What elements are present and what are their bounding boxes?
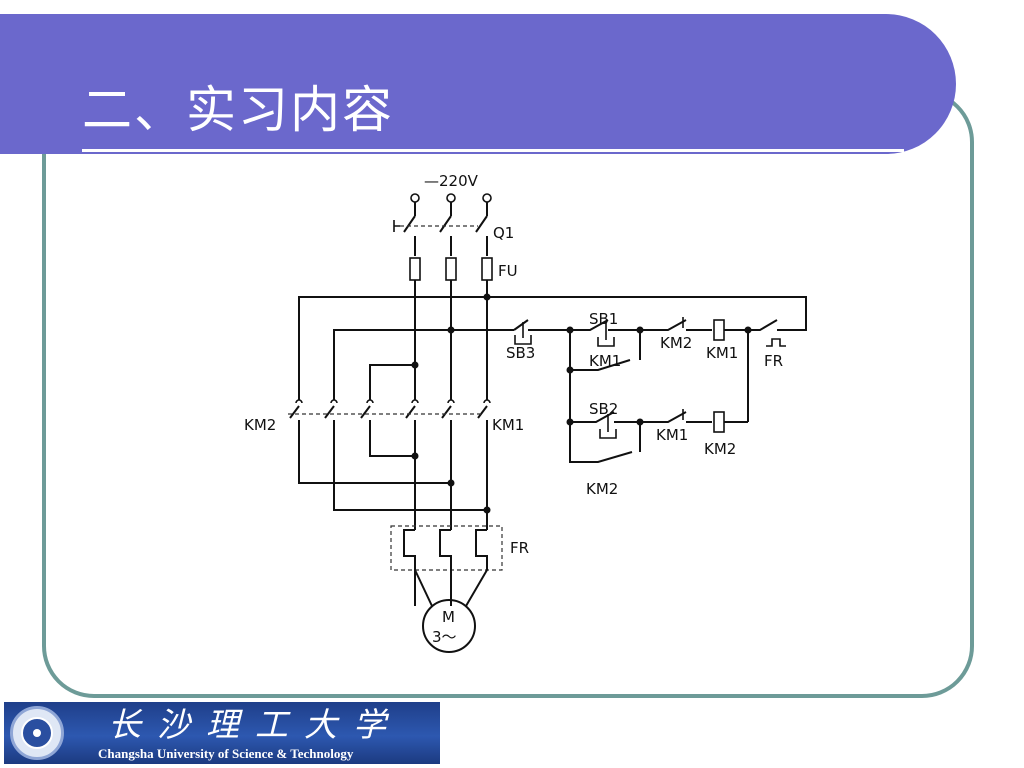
main-contactors: [288, 399, 491, 530]
label-sb3: SB3: [506, 344, 535, 362]
university-logo: 长沙理工大学 Changsha University of Science & …: [4, 702, 440, 764]
label-supply: —220V: [424, 172, 479, 190]
stop-button-sb3: [513, 319, 570, 345]
label-km1-hold: KM1: [589, 352, 621, 370]
university-name-cn: 长沙理工大学: [108, 705, 402, 744]
university-name-en: Changsha University of Science & Technol…: [98, 746, 354, 761]
title-banner: 二、实习内容: [0, 14, 956, 154]
university-emblem-icon: [10, 706, 64, 760]
label-breaker: Q1: [493, 224, 514, 242]
forward-control-rung: [569, 317, 790, 422]
label-motor-m: M: [442, 608, 455, 626]
label-km1-main: KM1: [492, 416, 524, 434]
top-bus-wire: [298, 296, 807, 400]
label-sb2: SB2: [589, 400, 618, 418]
fuses-fu: [409, 257, 493, 400]
label-fr-relay: FR: [510, 539, 529, 557]
label-km2-coil: KM2: [704, 440, 736, 458]
label-fuse: FU: [498, 262, 518, 280]
label-sb1: SB1: [589, 310, 618, 328]
title-underline: [82, 149, 904, 152]
label-motor-phase: 3～: [432, 628, 457, 646]
thermal-relay-fr: [390, 525, 503, 607]
breaker-q1: [393, 202, 488, 256]
label-km2-interlock: KM2: [660, 334, 692, 352]
motor: [422, 599, 476, 653]
label-km2-hold: KM2: [586, 480, 618, 498]
label-km1-interlock: KM1: [656, 426, 688, 444]
control-feed-wire: [333, 329, 514, 400]
reverse-control-rung: [569, 370, 748, 463]
label-km1-coil: KM1: [706, 344, 738, 362]
label-fr-contact: FR: [764, 352, 783, 370]
slide-frame: [42, 90, 974, 698]
reversing-cross-wire: [369, 364, 415, 400]
page-title: 二、实习内容: [82, 81, 394, 139]
label-km2-main: KM2: [244, 416, 276, 434]
supply-terminals: [410, 193, 492, 203]
